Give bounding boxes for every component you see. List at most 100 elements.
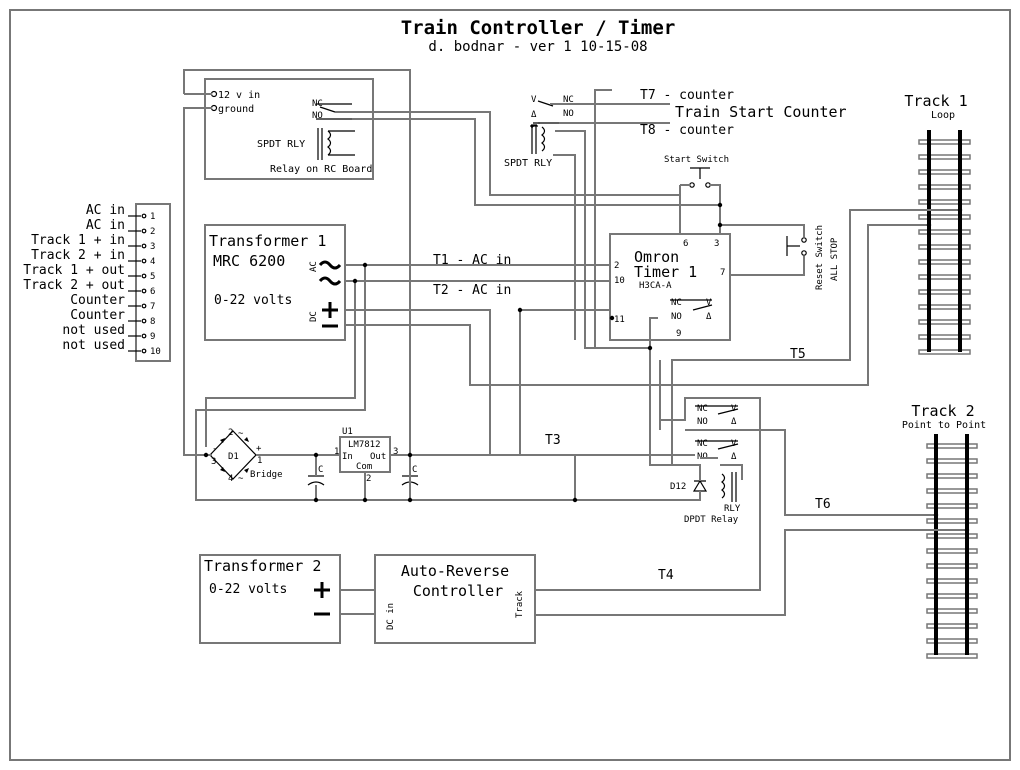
auto-reverse-title-1: Auto-Reverse — [401, 562, 509, 580]
transformer-1-range: 0-22 volts — [214, 293, 292, 308]
bridge-pin-1: 1 — [257, 456, 262, 466]
regulator-com: Com — [356, 462, 372, 472]
junction-dot — [203, 452, 209, 458]
track-tie — [926, 623, 978, 629]
terminal-label: Track 2 + in — [31, 248, 125, 263]
wire-t2-label: T2 - AC in — [433, 283, 511, 298]
terminal-screw-icon — [141, 348, 147, 354]
track-tie — [926, 458, 978, 464]
bridge-ac-2: ~ — [238, 474, 244, 484]
ac-wave-icon — [318, 260, 342, 270]
transformer-2-box — [199, 554, 341, 644]
junction-dot — [517, 307, 523, 313]
reset-switch[interactable]: Reset Switch ALL STOP — [786, 225, 840, 290]
counter-nc-text: NC — [563, 95, 574, 105]
regulator-ref: U1 — [342, 427, 353, 437]
junction-dot — [957, 207, 963, 213]
regulator-pin-2: 2 — [366, 474, 371, 484]
capacitor-2-label: C — [412, 465, 417, 475]
wire — [335, 111, 680, 196]
track-tie — [918, 289, 971, 295]
wire — [649, 348, 701, 481]
ac-label: AC — [309, 261, 319, 272]
junction-dot — [407, 497, 413, 503]
junction-dot — [362, 497, 368, 503]
junction-dot — [352, 278, 358, 284]
bridge-diamond — [209, 430, 257, 480]
junction-dot — [647, 345, 653, 351]
rc-relay-label: SPDT RLY — [257, 139, 305, 150]
capacitor-1-label: C — [318, 465, 323, 475]
ground-terminal — [210, 104, 218, 112]
counter-relay-arm — [537, 100, 554, 107]
dpdt-nc-1: NC — [697, 404, 708, 414]
rc-board-box — [204, 78, 374, 180]
diode-icon — [220, 437, 249, 473]
wire — [710, 184, 721, 235]
terminal-pin-number: 1 — [150, 212, 155, 222]
track-tie — [926, 563, 978, 569]
counter-a-mark: Δ — [531, 110, 537, 120]
timer-no: NO — [671, 312, 682, 322]
timer-pin-10: 10 — [614, 276, 625, 286]
dc-label: DC — [309, 311, 319, 322]
start-switch[interactable]: Start Switch — [664, 155, 729, 188]
page-subtitle: d. bodnar - ver 1 10-15-08 — [428, 39, 647, 55]
track-tie — [918, 274, 971, 280]
timer-pin-2: 2 — [614, 261, 619, 271]
transformer-2: Transformer 2 0-22 volts — [199, 554, 341, 644]
dpdt-coil-icon — [721, 473, 726, 499]
terminal-screw-icon — [141, 258, 147, 264]
svg-text:Δ: Δ — [731, 452, 737, 462]
terminal-screw-icon — [141, 273, 147, 279]
wire-t6-label: T6 — [815, 497, 831, 512]
wire — [649, 317, 658, 348]
track-output-label: Track — [515, 590, 525, 618]
terminal-block — [135, 203, 171, 362]
timer-pin-9: 9 — [676, 329, 681, 339]
train-start-counter-label: Train Start Counter — [675, 103, 847, 121]
track-tie — [918, 304, 971, 310]
track-tie — [918, 229, 971, 235]
terminal-screw-icon — [141, 288, 147, 294]
all-stop-label: ALL STOP — [830, 237, 840, 281]
rc-coil-icon — [327, 130, 332, 156]
track-tie — [926, 518, 978, 524]
track-tie — [926, 608, 978, 614]
terminal-label: Track 1 + in — [31, 233, 125, 248]
junction-dot — [407, 452, 413, 458]
track-tie — [926, 548, 978, 554]
timer-title-2: Timer 1 — [634, 263, 697, 281]
track-tie — [918, 199, 971, 205]
track-tie — [918, 259, 971, 265]
track-tie — [918, 319, 971, 325]
terminal-label: not used — [62, 323, 125, 338]
timer-box — [609, 233, 731, 341]
junction-dot — [609, 315, 615, 321]
terminal-screw-icon — [141, 318, 147, 324]
auto-reverse-title-2: Controller — [413, 582, 503, 600]
transformer-1: Transformer 1 MRC 6200 0-22 volts AC DC — [204, 224, 346, 341]
terminal-screw-icon — [141, 228, 147, 234]
wire — [730, 256, 805, 276]
dc-plus-icon — [322, 302, 338, 318]
terminal-label: Counter — [70, 293, 125, 308]
wire-t3-label: T3 — [545, 433, 561, 448]
junction-dot — [313, 497, 319, 503]
svg-text:Δ: Δ — [731, 417, 737, 427]
terminal-screw-icon — [141, 243, 147, 249]
track-tie — [918, 244, 971, 250]
omron-timer: Omron Timer 1 H3CA-A 2 10 6 3 7 11 9 NC … — [609, 233, 731, 341]
wire — [183, 107, 212, 456]
terminal-screw-icon — [141, 213, 147, 219]
junctions — [203, 202, 970, 533]
auto-reverse-controller: Auto-Reverse Controller DC in Track — [374, 554, 536, 644]
timer-title-1: Omron — [634, 248, 679, 266]
ac-wave-icon — [318, 276, 342, 286]
track-tie — [918, 139, 971, 145]
terminal-pin-number: 5 — [150, 272, 155, 282]
junction-dot — [362, 262, 368, 268]
transformer-1-box — [204, 224, 346, 341]
wire — [720, 224, 805, 237]
